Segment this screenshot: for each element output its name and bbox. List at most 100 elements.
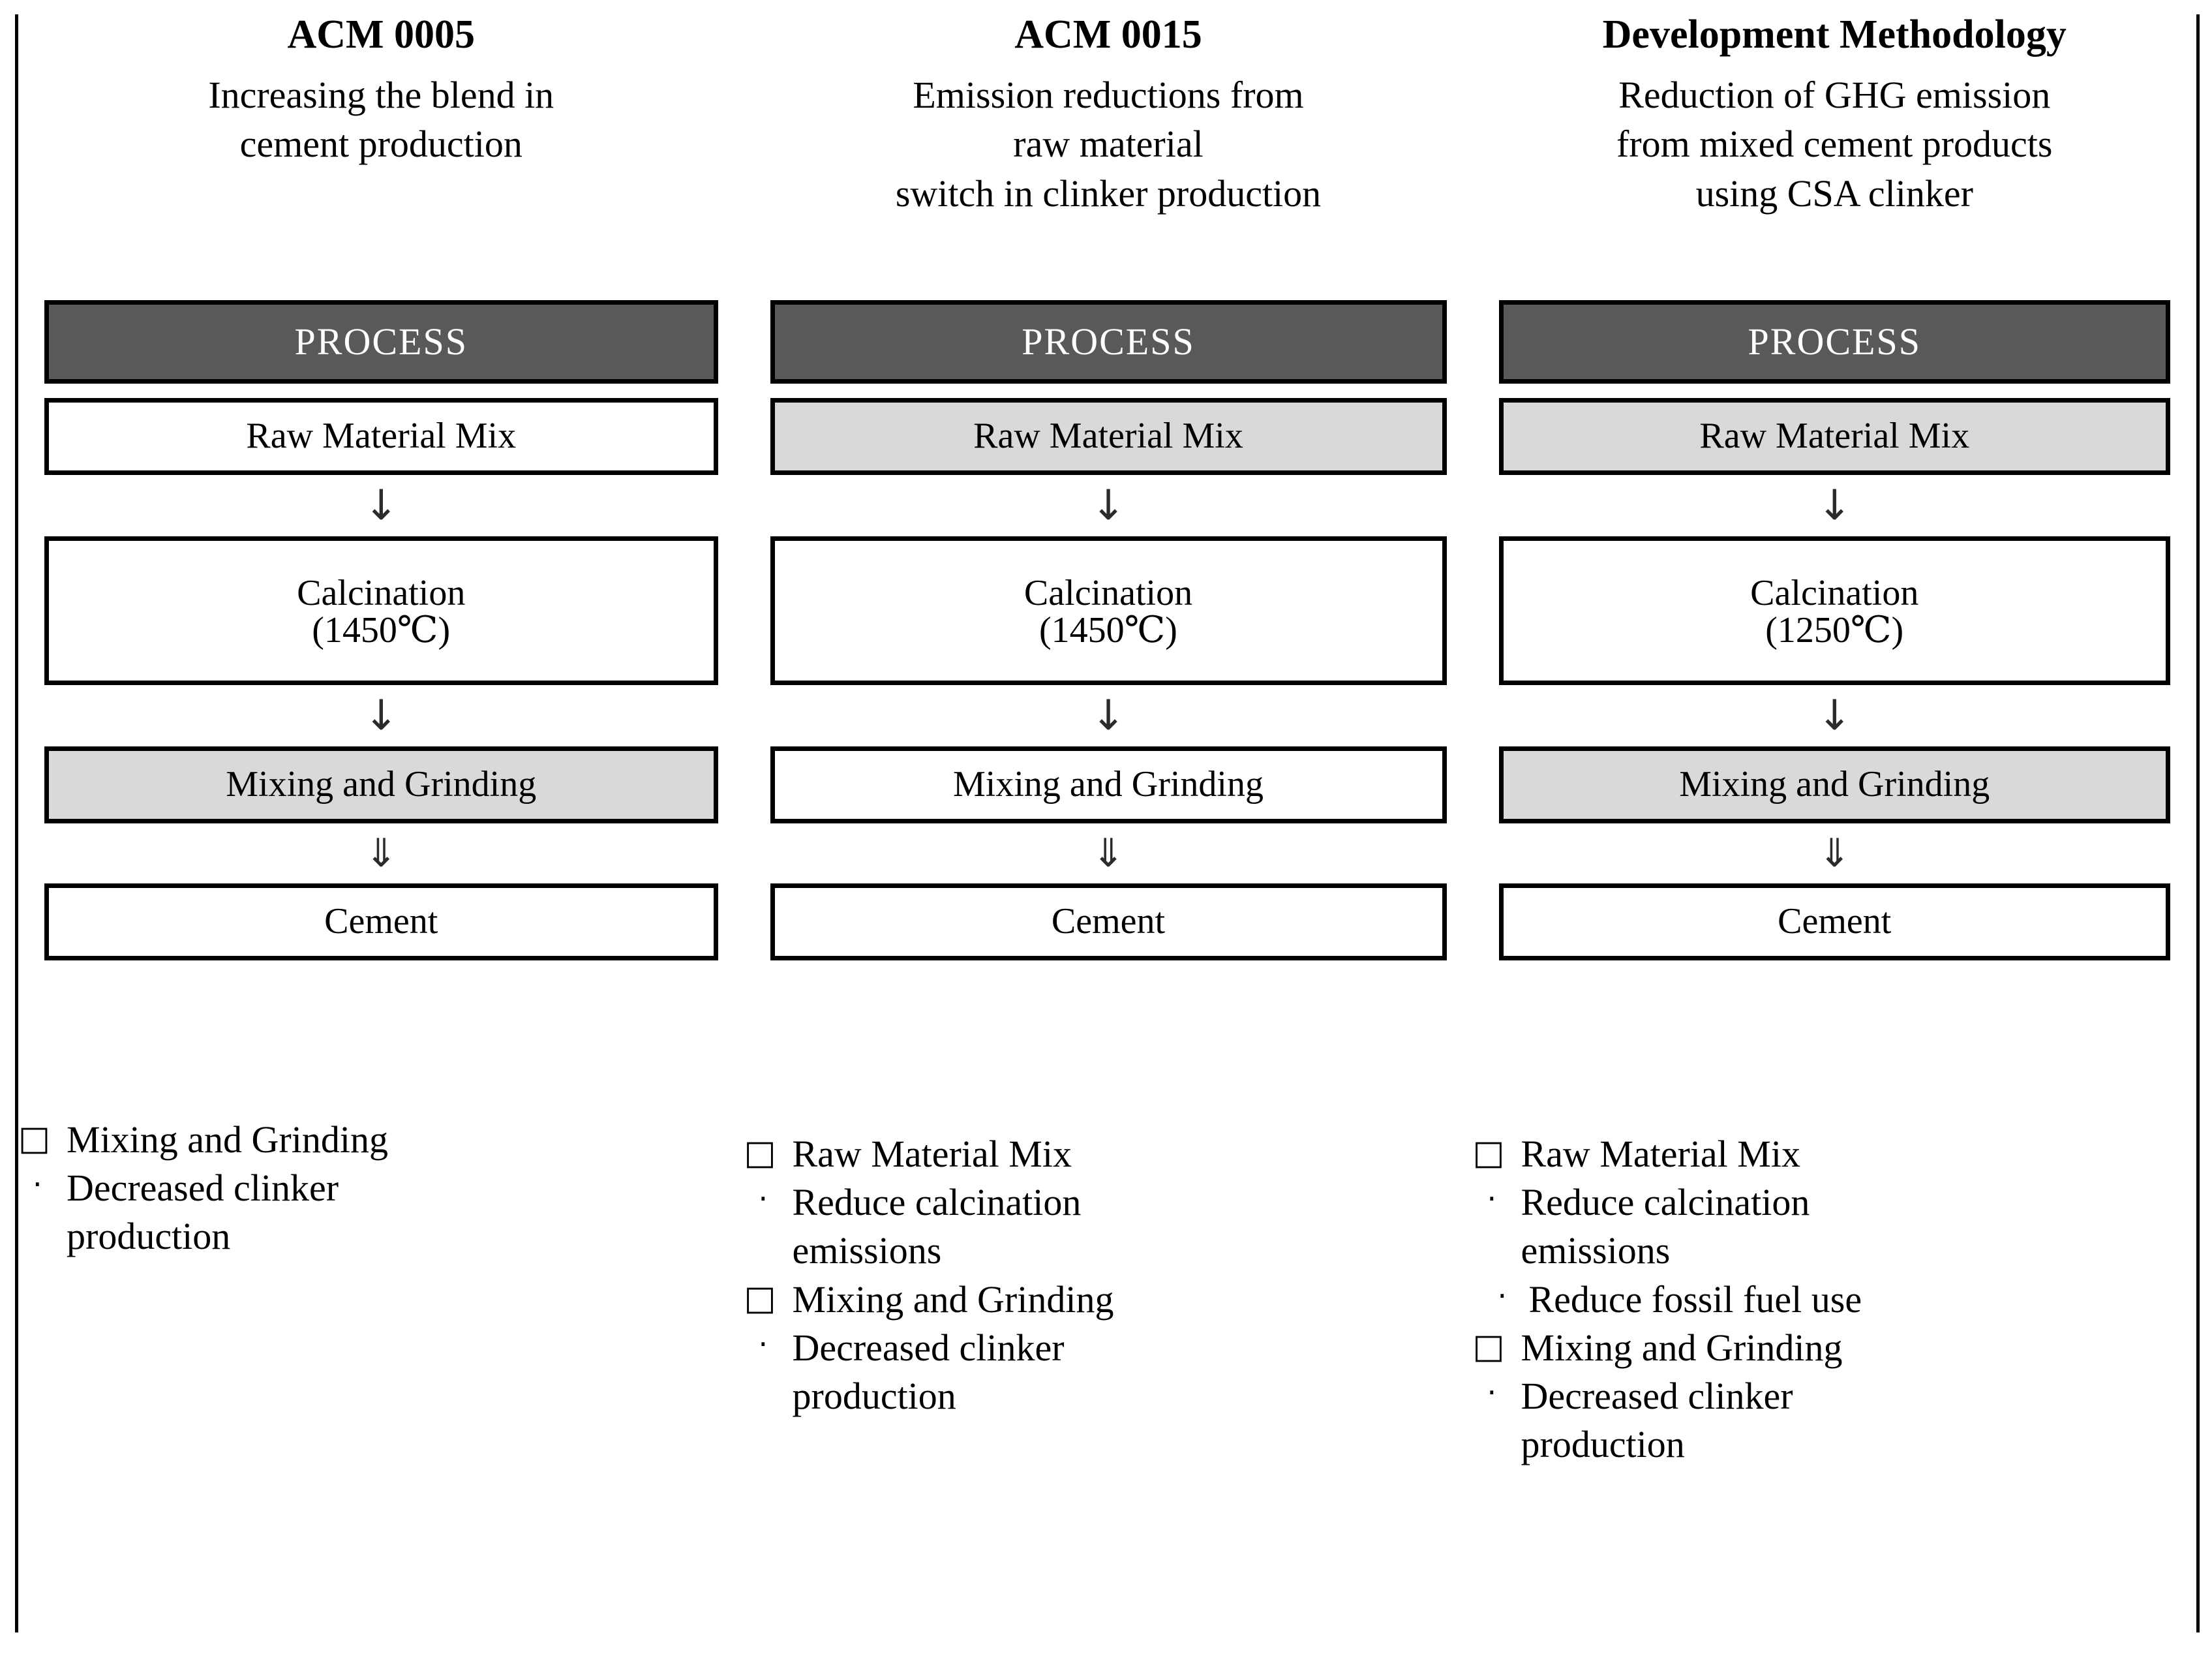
down-arrow-icon: ↓ <box>363 482 399 530</box>
list-item-line: production <box>1521 1423 1685 1466</box>
process-step-calcination-3: Calcination (1250℃) <box>1498 536 2170 685</box>
process-flow-2: PROCESS Raw Material Mix ↓ Calcination (… <box>744 286 1473 976</box>
description-line: Reduction of GHG emission <box>1618 74 2051 116</box>
process-step-cement-3: Cement <box>1498 883 2170 960</box>
process-step-temperature: (1450℃) <box>1039 610 1177 651</box>
process-header-box-3: PROCESS <box>1498 300 2170 384</box>
table-notes-row: □ Mixing and Grinding · Decreased clinke… <box>15 1116 2200 1632</box>
notes-cell-1: □ Mixing and Grinding · Decreased clinke… <box>15 1116 744 1632</box>
list-item-text: Mixing and Grinding <box>793 1276 1473 1324</box>
column-title-2: ACM 0015 <box>1014 12 1202 57</box>
list-item: · Reduce calcination emissions <box>744 1178 1473 1275</box>
dot-bullet-icon: · <box>758 1181 768 1217</box>
double-down-arrow-icon: ⇓ <box>365 831 398 876</box>
column-title-3: Development Methodology <box>1602 12 2067 57</box>
list-item-line: Raw Material Mix <box>1521 1133 1800 1175</box>
double-down-arrow-icon: ⇓ <box>1818 831 1851 876</box>
square-bullet-icon: □ <box>744 1133 776 1172</box>
header-cell-acm0015: ACM 0015 <box>744 14 1473 70</box>
list-item-line: Reduce fossil fuel use <box>1528 1278 1862 1321</box>
notes-list-1: □ Mixing and Grinding · Decreased clinke… <box>18 1116 744 1261</box>
process-step-label: Mixing and Grinding <box>953 764 1264 805</box>
process-header-box-1: PROCESS <box>44 300 718 384</box>
header-cell-acm0005: ACM 0005 <box>15 12 744 70</box>
down-arrow-icon: ↓ <box>363 692 399 740</box>
dot-bullet-icon: · <box>758 1326 768 1362</box>
square-bullet-icon: □ <box>1472 1133 1505 1172</box>
process-step-label: Cement <box>1778 901 1892 942</box>
notes-list-2: □ Raw Material Mix · Reduce calcination … <box>744 1130 1473 1420</box>
list-item: · Decreased clinker production <box>744 1324 1473 1420</box>
dot-bullet-icon: · <box>33 1167 42 1202</box>
list-item: □ Mixing and Grinding <box>744 1276 1473 1324</box>
list-item: □ Raw Material Mix <box>744 1130 1473 1178</box>
notes-cell-3: □ Raw Material Mix · Reduce calcination … <box>1472 1116 2200 1632</box>
list-item-line: production <box>67 1215 231 1258</box>
process-step-calcination-2: Calcination (1450℃) <box>770 536 1447 685</box>
process-step-label: Calcination <box>1750 572 1919 613</box>
list-item-text: Reduce fossil fuel use <box>1529 1276 2197 1324</box>
list-item-line: emissions <box>1521 1229 1671 1272</box>
dot-bullet-icon: · <box>1497 1278 1507 1313</box>
list-item-text: Decreased clinker production <box>67 1164 744 1261</box>
description-text-3: Reduction of GHG emission from mixed cem… <box>1473 70 2197 218</box>
down-arrow-icon: ↓ <box>1091 482 1126 530</box>
list-item-line: Decreased clinker <box>1521 1375 1793 1418</box>
list-item-line: Reduce calcination <box>792 1181 1082 1224</box>
square-bullet-icon: □ <box>1472 1326 1505 1366</box>
table-description-row: Increasing the blend in cement productio… <box>15 70 2200 286</box>
down-arrow-icon: ↓ <box>1817 692 1853 740</box>
column-title-1: ACM 0005 <box>287 12 476 57</box>
description-text-2: Emission reductions from raw material sw… <box>744 70 1473 218</box>
process-step-label: Calcination <box>297 572 466 613</box>
list-item-text: Raw Material Mix <box>1521 1130 2197 1178</box>
process-step-raw-material-mix-1: Raw Material Mix <box>44 398 718 475</box>
list-item: □ Mixing and Grinding <box>18 1116 744 1164</box>
description-line: cement production <box>239 123 523 166</box>
list-item-line: emissions <box>792 1229 942 1272</box>
list-item-text: Reduce calcination emissions <box>793 1178 1473 1275</box>
down-arrow-icon: ↓ <box>1817 482 1853 530</box>
process-step-label: Calcination <box>1023 572 1193 613</box>
list-item: □ Raw Material Mix <box>1473 1130 2197 1178</box>
process-step-label: Cement <box>324 901 438 942</box>
process-step-mixing-and-grinding-2: Mixing and Grinding <box>770 746 1447 823</box>
square-bullet-icon: □ <box>18 1119 51 1158</box>
process-step-calcination-1: Calcination (1450℃) <box>44 536 718 685</box>
description-line: using CSA clinker <box>1695 172 1973 215</box>
list-item: · Reduce fossil fuel use <box>1473 1276 2197 1324</box>
process-step-mixing-and-grinding-1: Mixing and Grinding <box>44 746 718 823</box>
list-item-line: Decreased clinker <box>792 1326 1065 1369</box>
square-bullet-icon: □ <box>744 1278 776 1318</box>
list-item-text: Raw Material Mix <box>793 1130 1473 1178</box>
table-process-row: PROCESS Raw Material Mix ↓ Calcination (… <box>15 286 2200 1116</box>
list-item-line: Reduce calcination <box>1521 1181 1810 1224</box>
process-step-temperature: (1250℃) <box>1765 610 1904 651</box>
process-flow-1: PROCESS Raw Material Mix ↓ Calcination (… <box>18 286 744 976</box>
description-cell-2: Emission reductions from raw material sw… <box>744 70 1473 286</box>
process-step-label: Raw Material Mix <box>246 416 517 457</box>
description-line: Emission reductions from <box>913 74 1304 116</box>
description-line: Increasing the blend in <box>208 74 554 116</box>
list-item: · Decreased clinker production <box>18 1164 744 1261</box>
process-step-label: Mixing and Grinding <box>1679 764 1990 805</box>
description-line: raw material <box>1013 123 1204 166</box>
process-step-label: Raw Material Mix <box>973 416 1243 457</box>
description-line: switch in clinker production <box>895 172 1322 215</box>
process-step-raw-material-mix-3: Raw Material Mix <box>1498 398 2170 475</box>
process-header-box-2: PROCESS <box>770 300 1447 384</box>
process-step-temperature: (1450℃) <box>312 610 451 651</box>
down-arrow-icon: ↓ <box>1091 692 1126 740</box>
notes-list-3: □ Raw Material Mix · Reduce calcination … <box>1473 1130 2197 1469</box>
double-down-arrow-icon: ⇓ <box>1091 831 1125 876</box>
description-text-1: Increasing the blend in cement productio… <box>18 70 744 169</box>
list-item: · Reduce calcination emissions <box>1473 1178 2197 1275</box>
list-item-line: Raw Material Mix <box>792 1133 1072 1175</box>
process-step-mixing-and-grinding-3: Mixing and Grinding <box>1498 746 2170 823</box>
list-item-line: production <box>792 1375 956 1418</box>
description-line: from mixed cement products <box>1616 123 2053 166</box>
list-item: □ Mixing and Grinding <box>1473 1324 2197 1372</box>
description-cell-1: Increasing the blend in cement productio… <box>15 70 744 286</box>
dot-bullet-icon: · <box>1487 1181 1497 1217</box>
header-cell-development-methodology: Development Methodology <box>1472 12 2200 70</box>
